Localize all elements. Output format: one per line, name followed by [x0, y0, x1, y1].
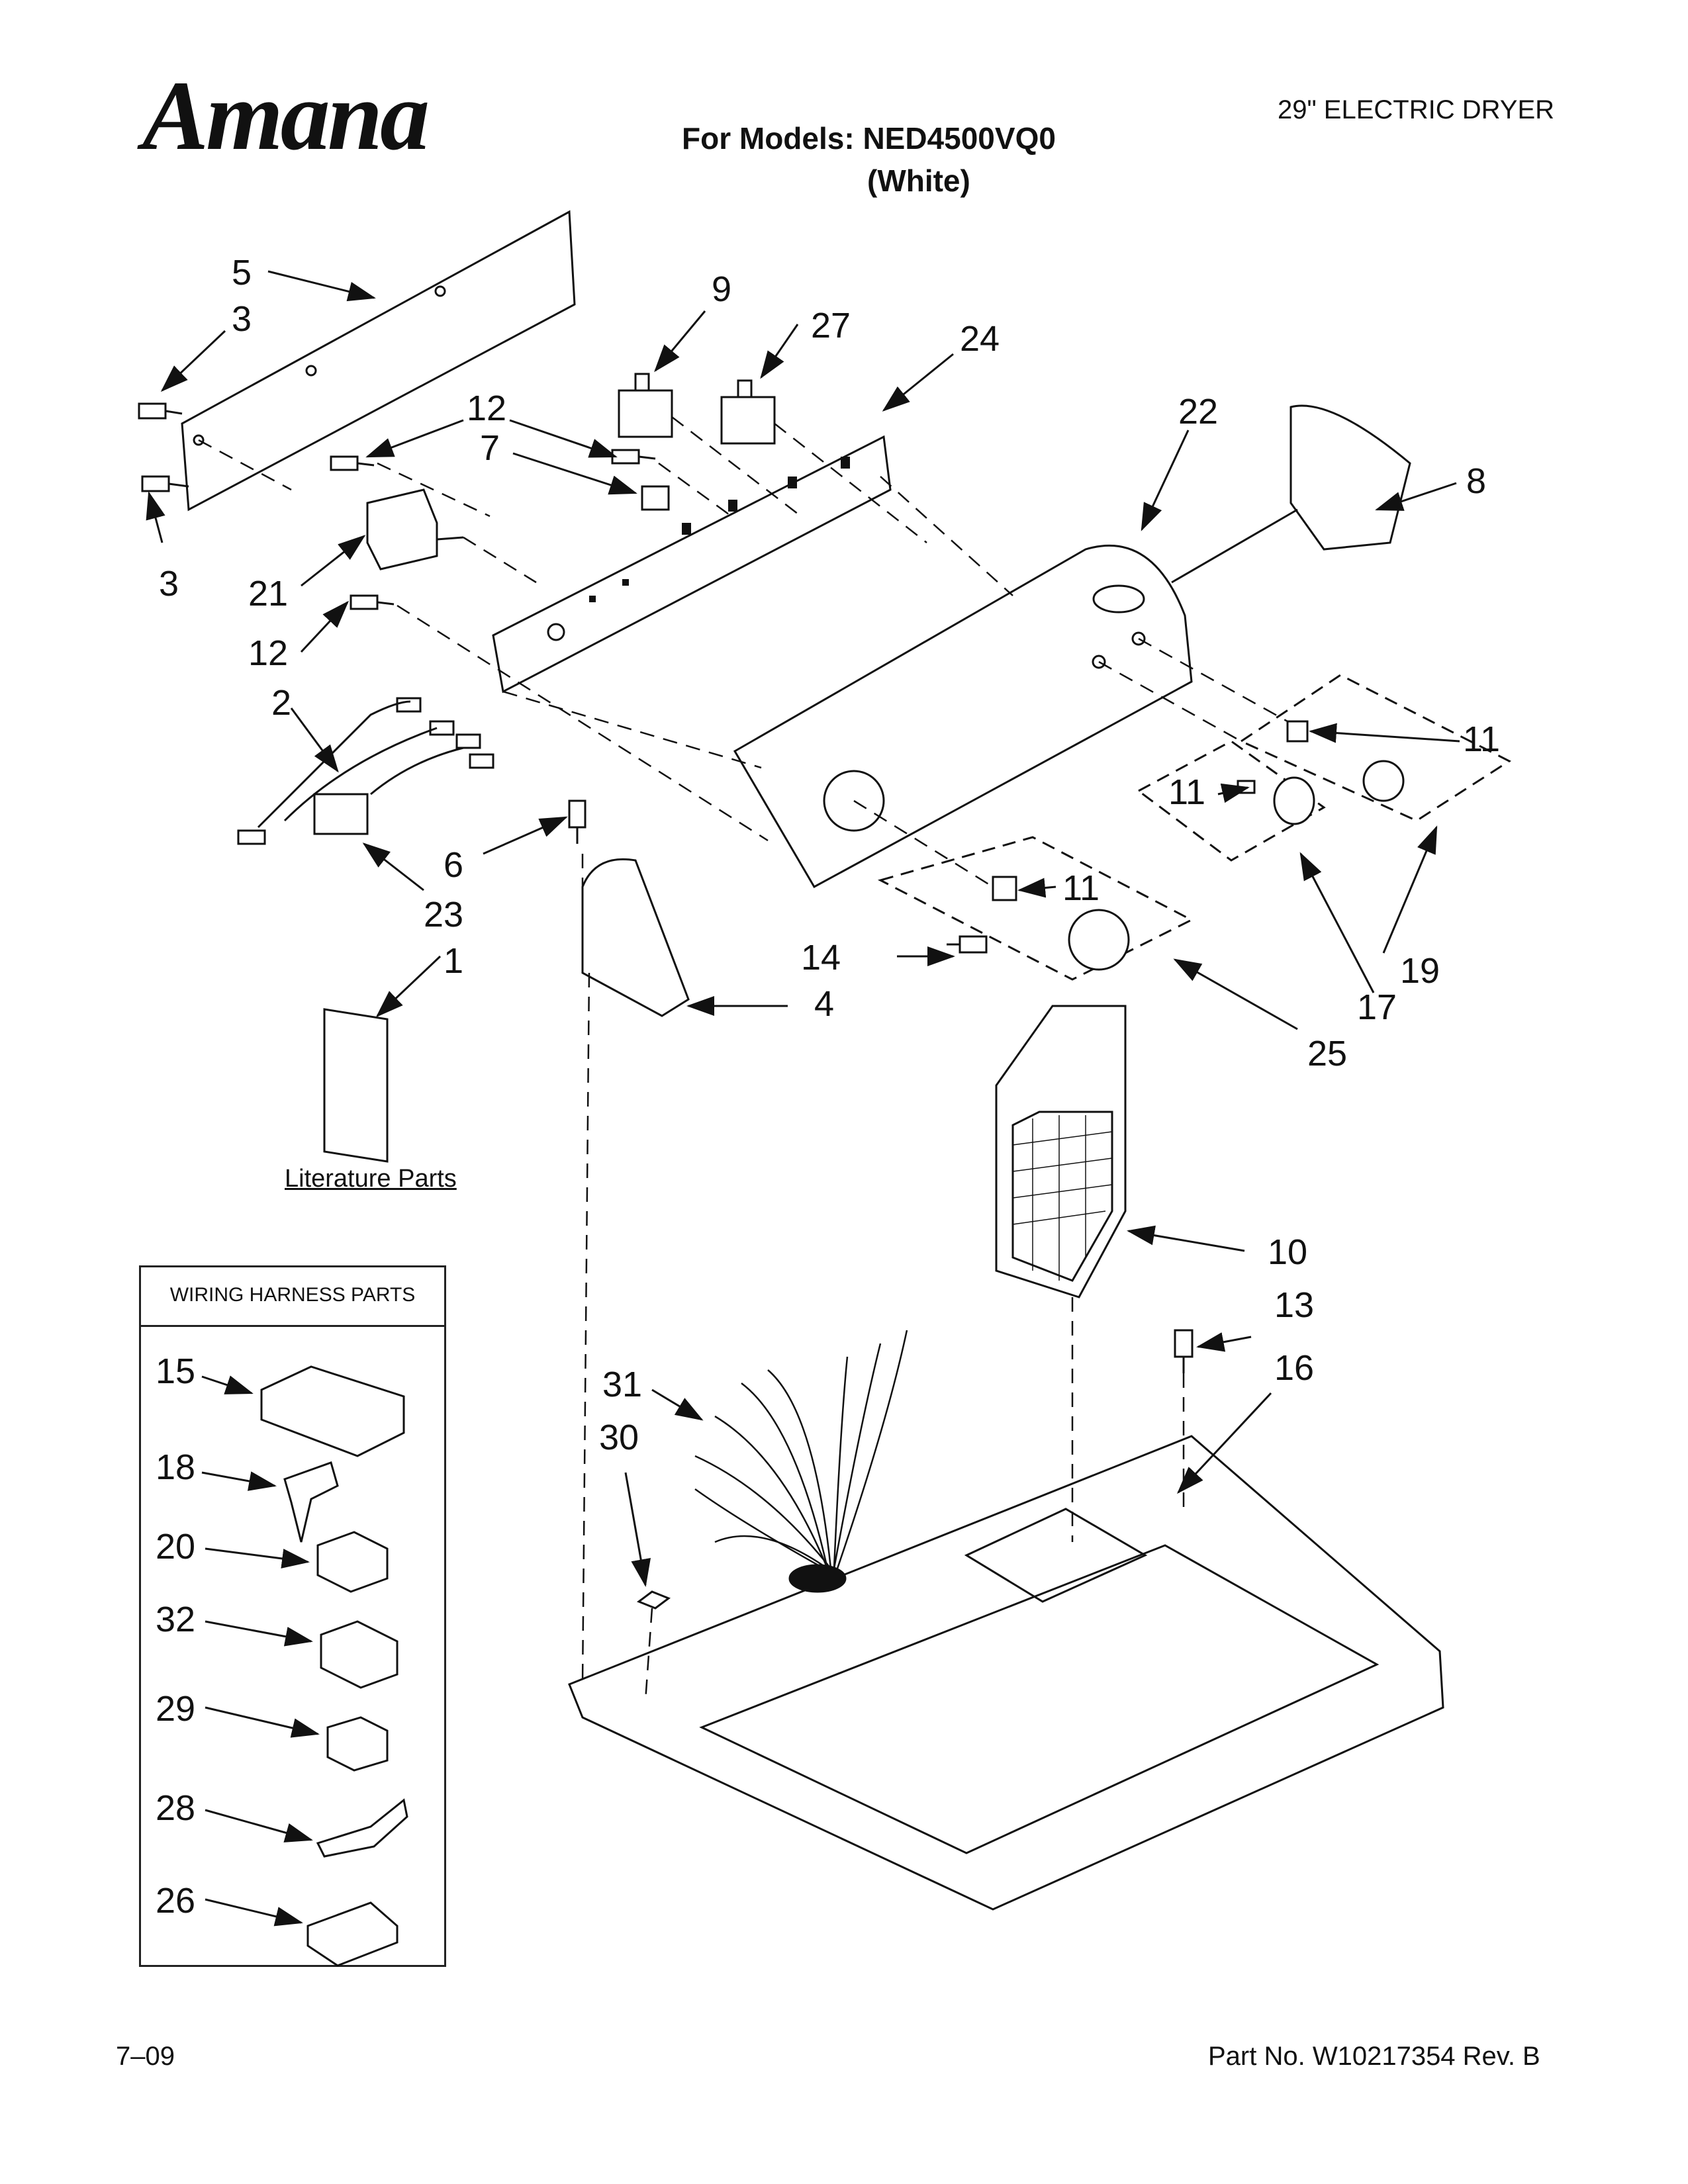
part-harness-15 [260, 1365, 405, 1457]
callout-5: 5 [232, 253, 252, 293]
callout-27: 27 [811, 306, 851, 345]
part-clip-7 [641, 485, 670, 511]
callout-7: 7 [480, 428, 500, 468]
wiring-harness-title: WIRING HARNESS PARTS [139, 1265, 446, 1327]
callout-28: 28 [156, 1788, 195, 1828]
part-timer-21 [366, 488, 438, 570]
part-number: Part No. W10217354 Rev. B [1208, 2042, 1540, 2071]
part-knob-25 [1068, 909, 1130, 971]
callout-16: 16 [1274, 1348, 1314, 1388]
part-knob-17 [1273, 776, 1315, 825]
callout-2: 2 [271, 683, 291, 723]
callout-19: 19 [1400, 951, 1440, 991]
part-screw-12-c [350, 594, 395, 610]
callout-26: 26 [156, 1881, 195, 1921]
callout-4: 4 [814, 984, 834, 1024]
part-screw-12-b [611, 449, 656, 465]
part-screw-14 [947, 935, 988, 954]
callout-31: 31 [602, 1365, 642, 1404]
part-knob-spring-11-a [1286, 720, 1309, 743]
part-console-bracket [492, 435, 892, 694]
revision-date: 7–09 [116, 2042, 175, 2071]
part-wiring-31 [694, 1330, 908, 1570]
callout-3-top: 3 [232, 299, 252, 339]
part-knob-spring-11-b [1237, 780, 1256, 794]
part-knob-spring-11-c [992, 876, 1017, 901]
callout-3-bottom: 3 [159, 564, 179, 604]
callout-8: 8 [1466, 461, 1486, 501]
callout-25: 25 [1307, 1034, 1347, 1073]
callout-10: 10 [1268, 1232, 1307, 1272]
part-harness-26 [306, 1901, 399, 1967]
callout-24: 24 [960, 319, 1000, 359]
part-harness-2 [237, 697, 494, 845]
product-type: 29" ELECTRIC DRYER [1278, 95, 1555, 124]
part-screw-13 [1174, 1329, 1194, 1373]
callout-29: 29 [156, 1689, 195, 1729]
part-clip-30 [636, 1590, 671, 1610]
callout-17: 17 [1357, 987, 1397, 1027]
color-line: (White) [867, 163, 970, 198]
callout-1: 1 [444, 941, 463, 981]
part-screw-3-top [138, 402, 183, 420]
literature-parts-label: Literature Parts [285, 1165, 457, 1193]
part-side-panel-4 [581, 858, 690, 1017]
callout-15: 15 [156, 1351, 195, 1391]
wiring-harness-box [139, 1265, 446, 1967]
callout-22: 22 [1178, 392, 1218, 432]
part-screw-3-bottom [141, 475, 189, 492]
callout-18: 18 [156, 1447, 195, 1487]
callout-12-a: 12 [467, 388, 506, 428]
callout-20: 20 [156, 1527, 195, 1567]
callout-32: 32 [156, 1600, 195, 1639]
part-switch-9 [618, 389, 673, 438]
part-connector-23 [313, 793, 369, 835]
part-console-panel [733, 544, 1193, 889]
brand-logo: Amana [142, 61, 430, 171]
part-harness-29 [326, 1716, 389, 1772]
callout-11-c: 11 [1062, 868, 1100, 908]
callout-12-b: 12 [248, 633, 288, 673]
callout-21: 21 [248, 574, 288, 614]
part-knob-19 [1362, 760, 1405, 802]
part-switch-27 [720, 396, 776, 445]
models-line: For Models: NED4500VQ0 [682, 121, 1056, 156]
part-harness-18 [283, 1461, 339, 1543]
part-lint-filter-10 [995, 1005, 1127, 1298]
part-harness-28 [316, 1798, 408, 1858]
part-screw-6 [568, 799, 586, 844]
part-literature-1 [323, 1008, 389, 1163]
callout-23: 23 [424, 895, 463, 934]
part-bracket-plate [181, 210, 576, 512]
callout-13: 13 [1274, 1285, 1314, 1325]
part-end-cap-8 [1289, 404, 1411, 551]
part-screw-12-a [330, 455, 375, 471]
callout-11-b: 11 [1168, 772, 1205, 812]
callout-11-a: 11 [1463, 719, 1500, 759]
part-top-cover-16 [568, 1435, 1444, 1911]
callout-9: 9 [712, 269, 731, 309]
callout-14: 14 [801, 938, 841, 978]
part-harness-20 [316, 1531, 389, 1593]
callout-6: 6 [444, 845, 463, 885]
part-harness-32 [320, 1620, 399, 1689]
callout-30: 30 [599, 1418, 639, 1457]
